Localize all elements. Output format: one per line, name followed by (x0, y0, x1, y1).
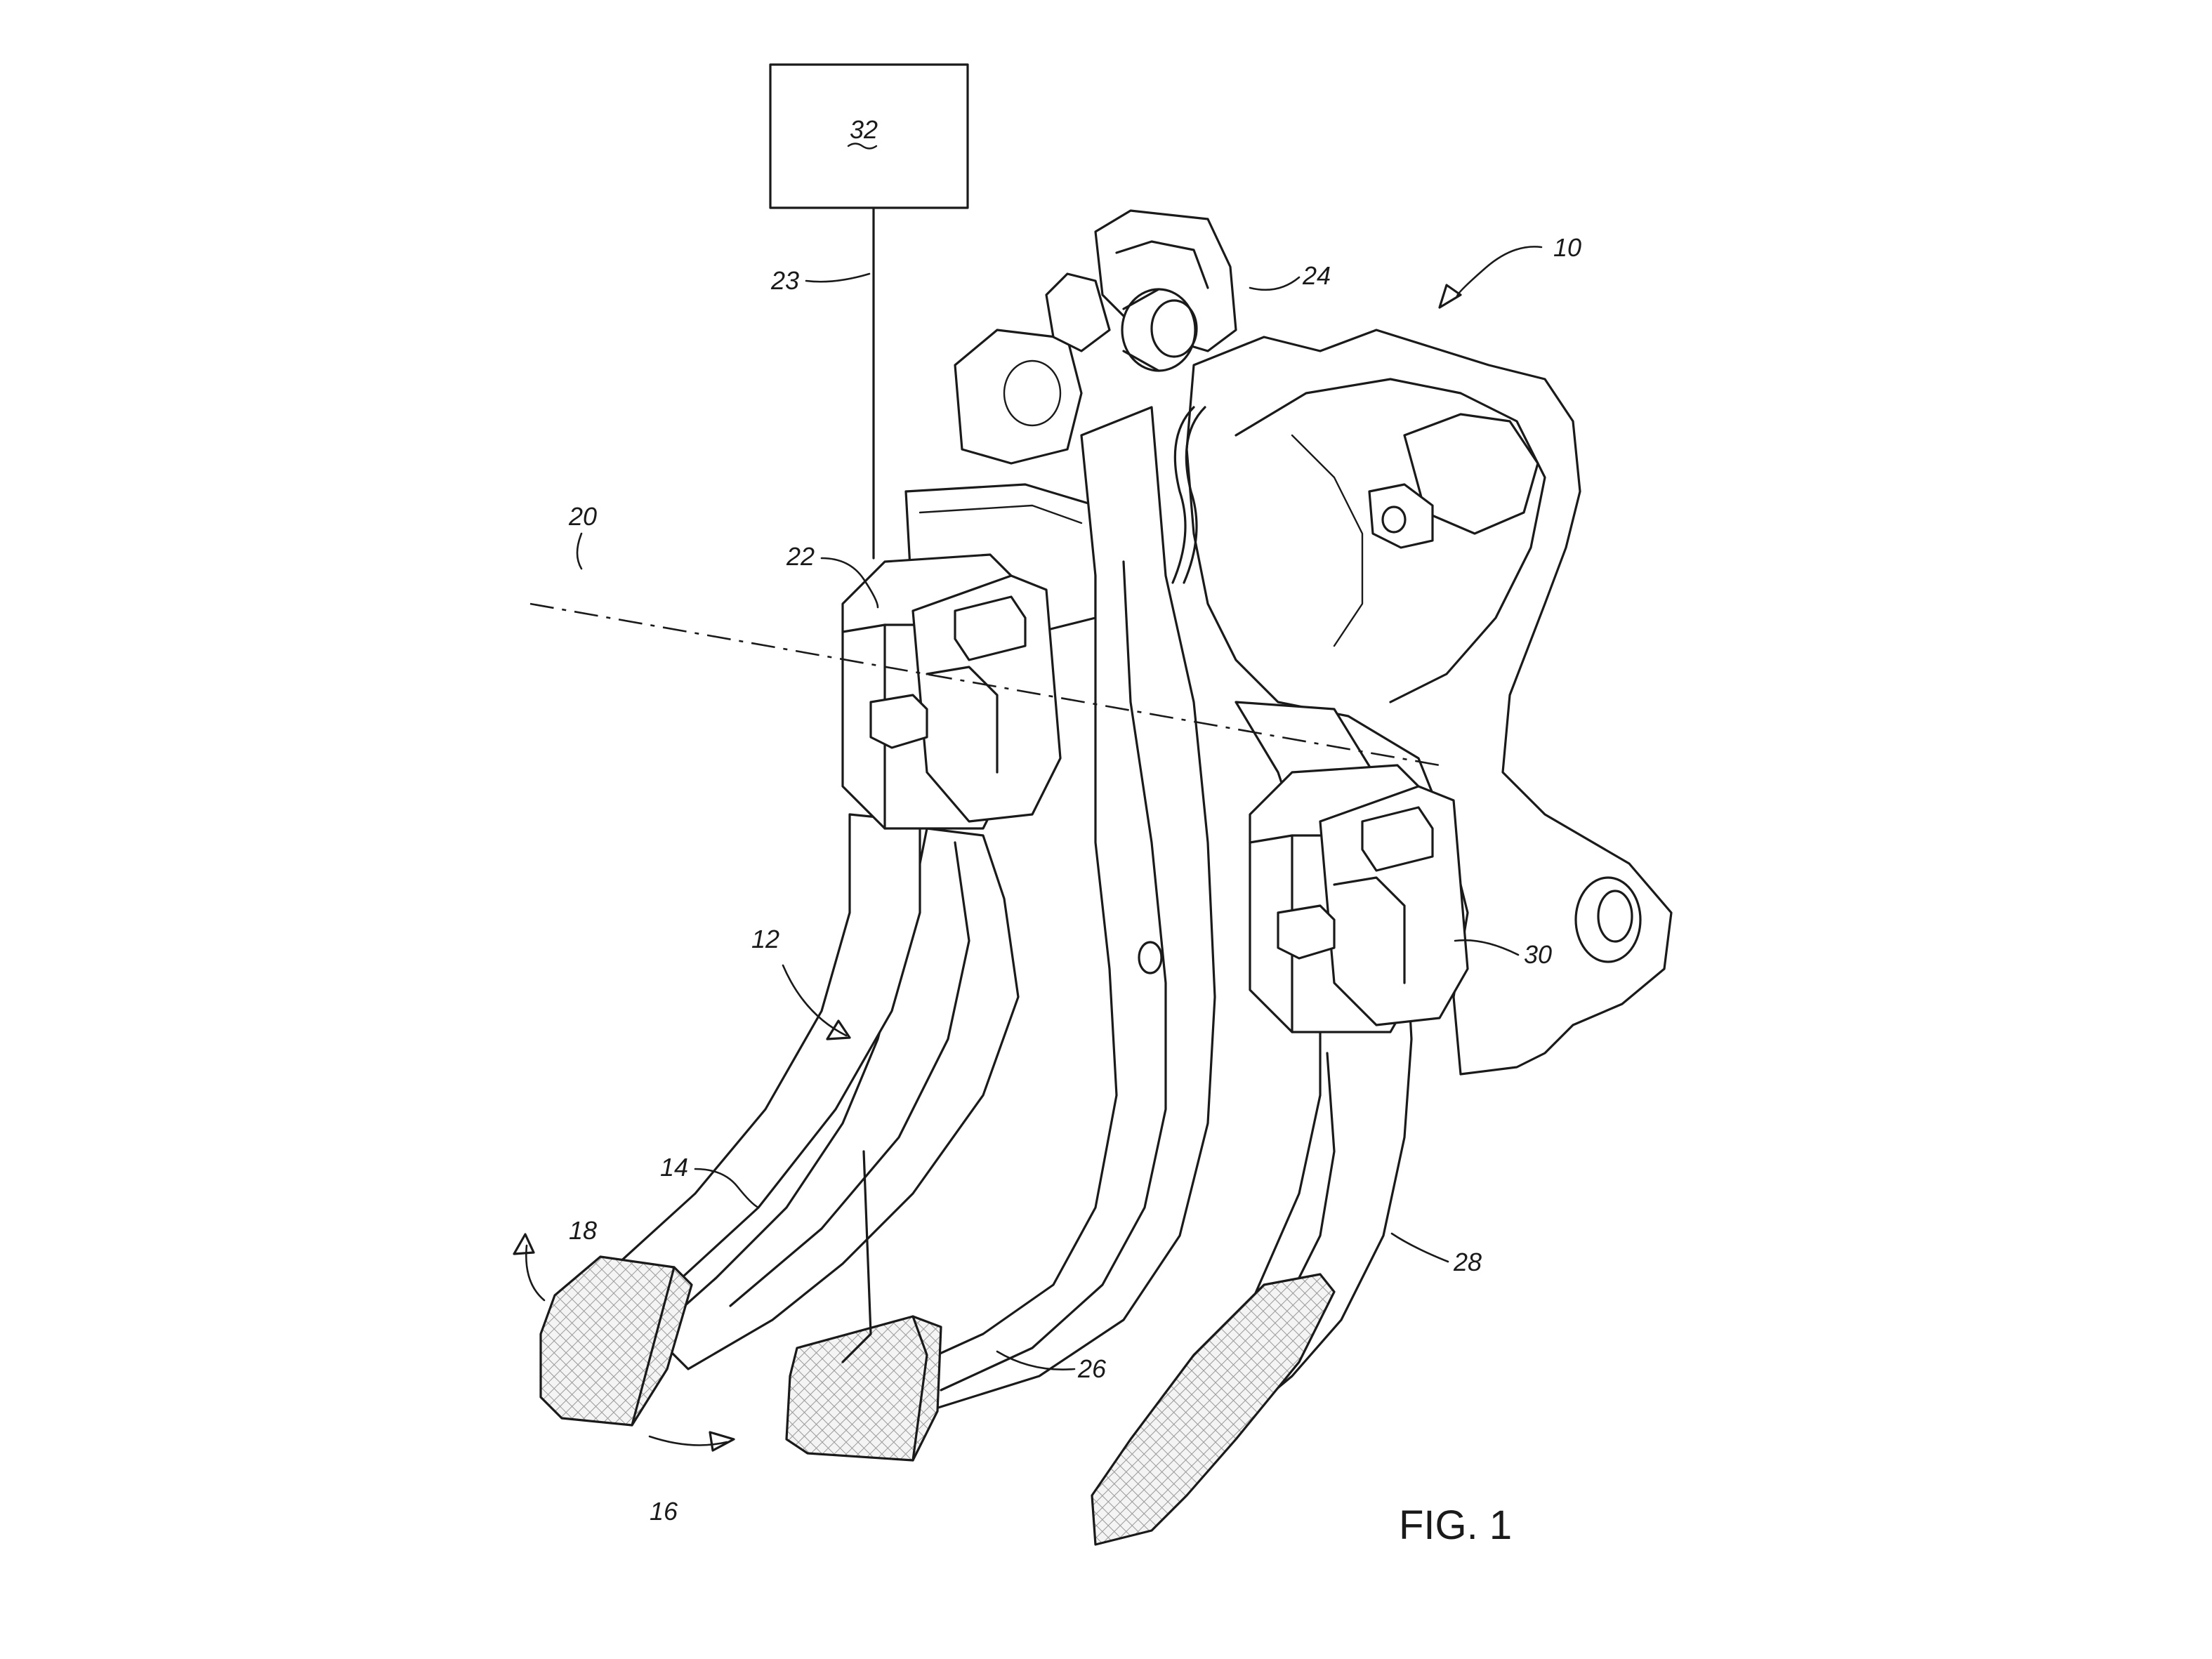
second-pedal-sensor (1250, 765, 1468, 1032)
ref-first-pedal: 14 (660, 1153, 688, 1182)
controller-box: 32 (770, 65, 968, 208)
ref-release-direction: 18 (569, 1216, 597, 1245)
ref-apply-direction: 16 (650, 1497, 678, 1526)
controller-box-label: 32 (850, 115, 878, 144)
ref-pedal-group: 12 (751, 925, 779, 953)
ref-bracket: 24 (1302, 261, 1331, 290)
ref-pivot-axis: 20 (568, 502, 597, 531)
ref-signal-line: 23 (770, 266, 799, 295)
ref-second-sensor: 30 (1524, 940, 1552, 969)
ref-assembly: 10 (1553, 233, 1581, 262)
ref-right-pedal: 28 (1453, 1248, 1482, 1276)
ref-center-pedal: 26 (1077, 1354, 1107, 1383)
ref-first-sensor: 22 (786, 542, 815, 571)
figure-caption: FIG. 1 (1399, 1502, 1512, 1548)
first-pedal-arm (541, 814, 1018, 1425)
